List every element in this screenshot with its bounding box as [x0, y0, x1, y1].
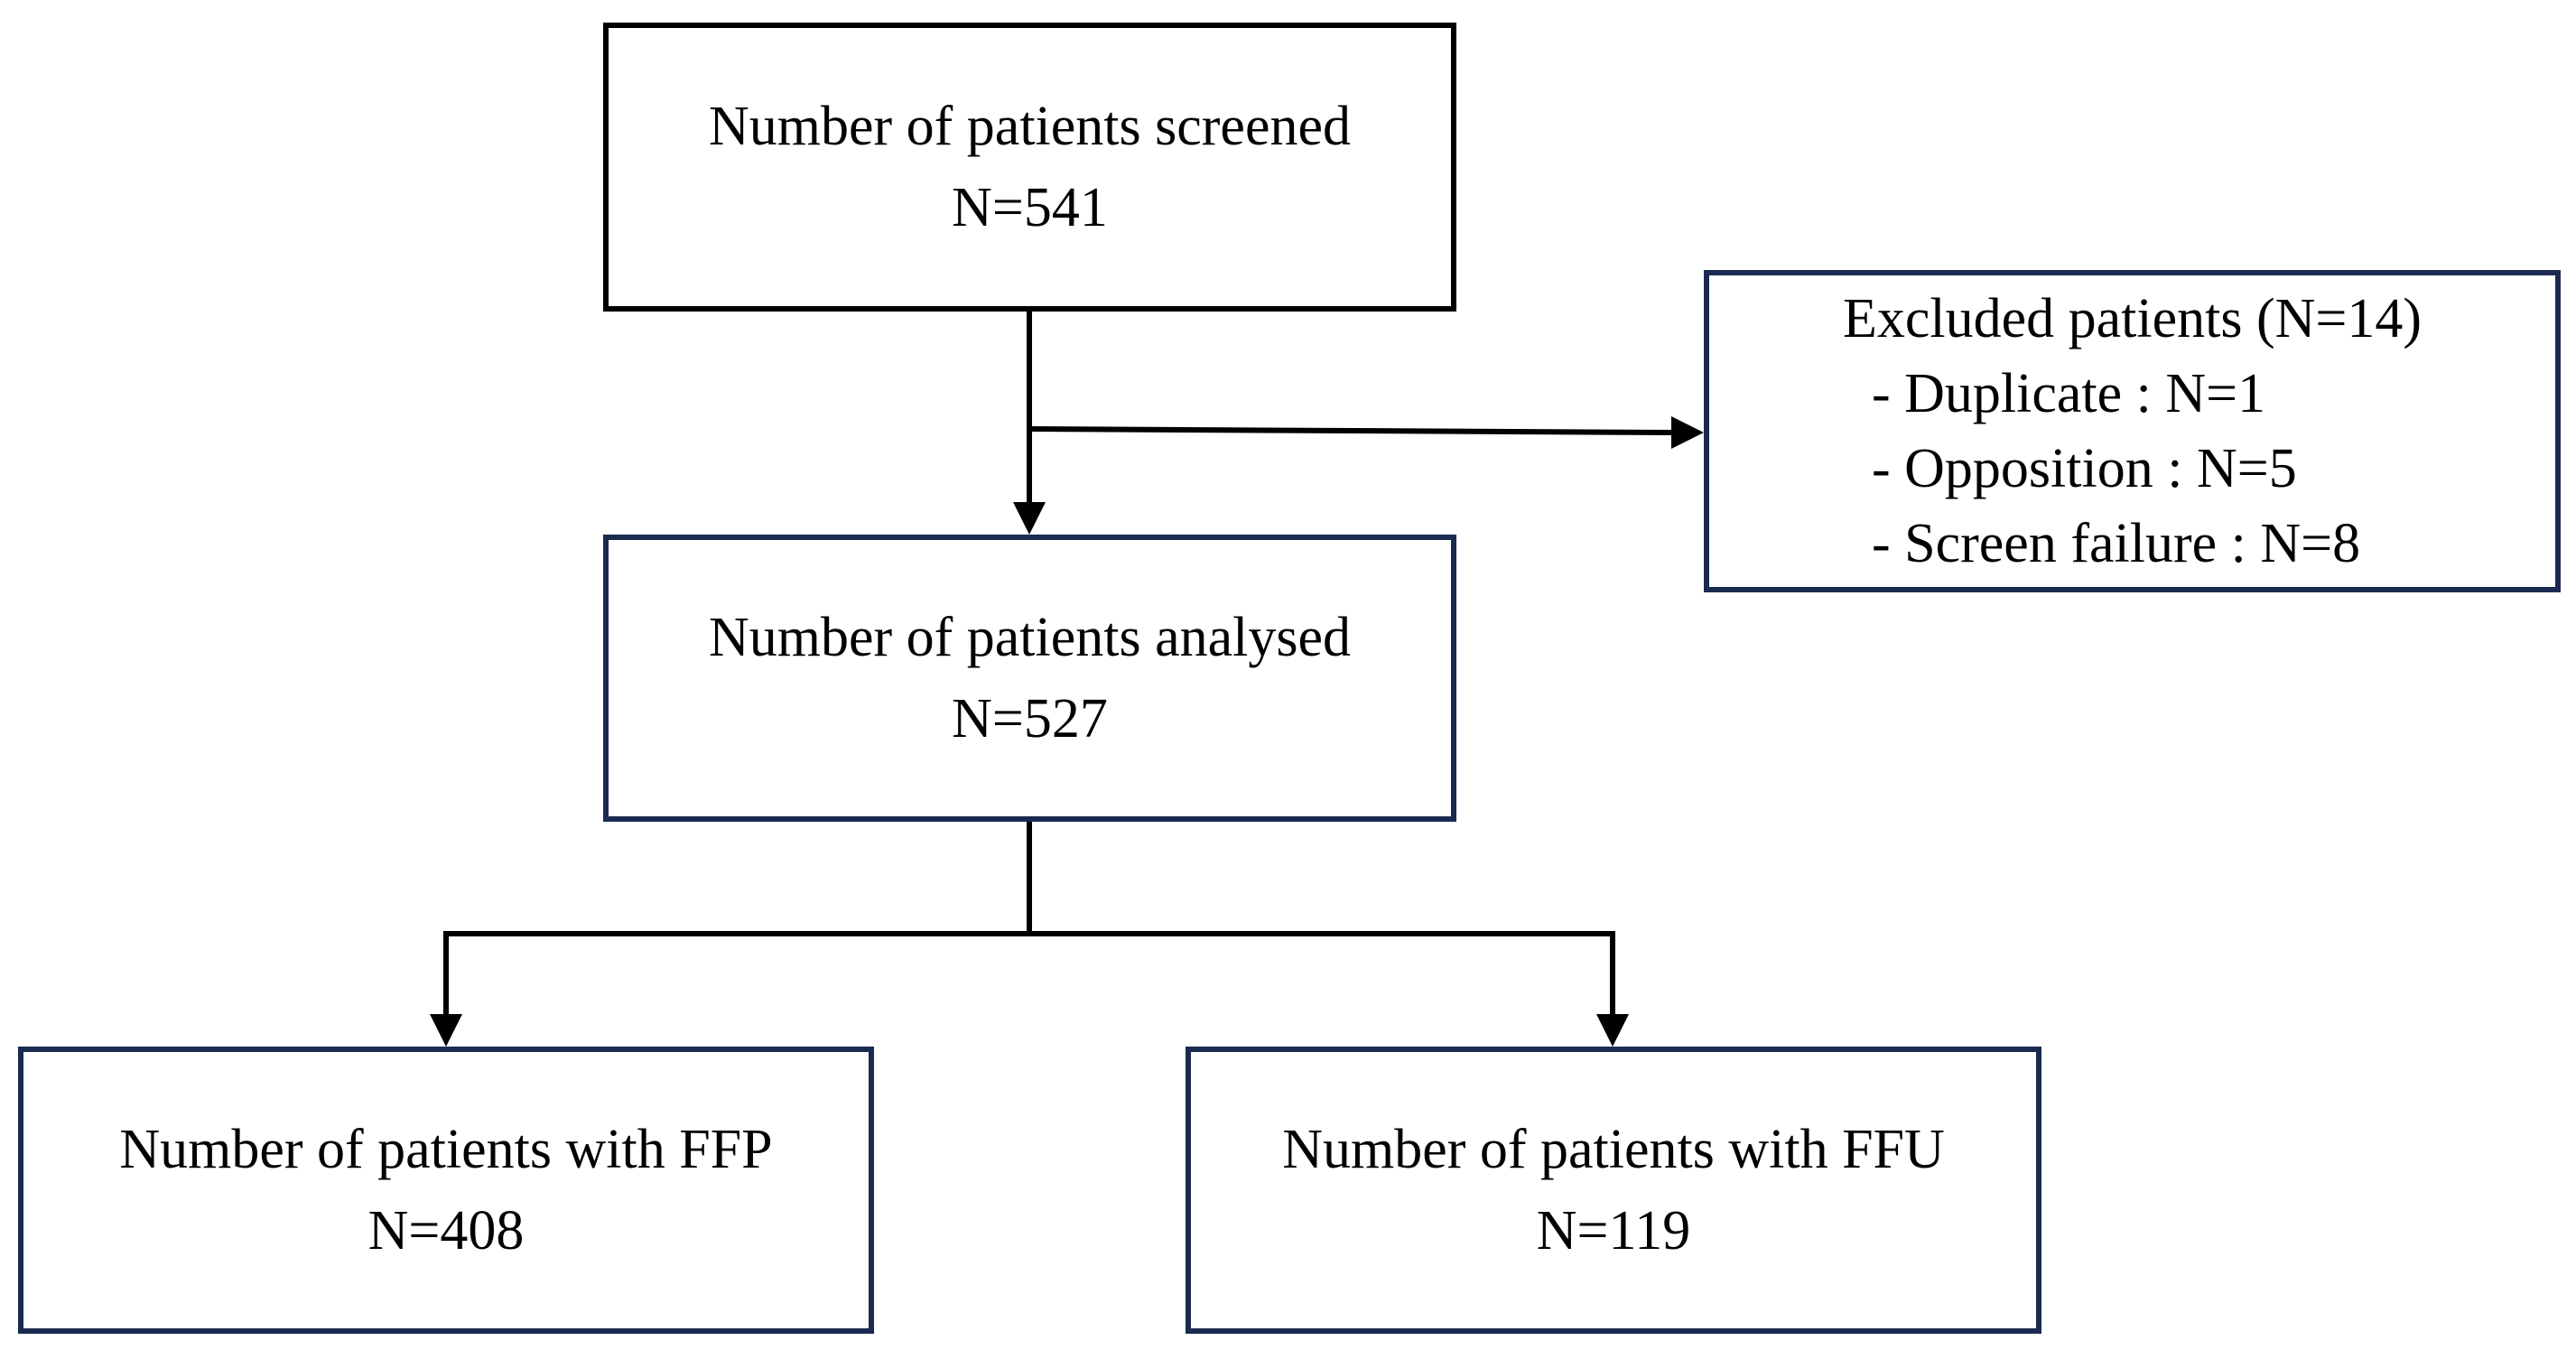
screened-label: Number of patients screened: [708, 96, 1351, 157]
ffp-label: Number of patients with FFP: [119, 1119, 773, 1180]
analysed-box: Number of patients analysed N=527: [603, 535, 1456, 822]
excluded-box: Excluded patients (N=14) - Duplicate : N…: [1704, 270, 2561, 592]
ffp-count: N=408: [367, 1200, 525, 1262]
analysed-count: N=527: [952, 688, 1108, 749]
screened-box: Number of patients screened N=541: [603, 23, 1456, 312]
arrowhead-excluded: [1671, 416, 1704, 449]
analysed-label: Number of patients analysed: [708, 607, 1352, 668]
excluded-item-screen-failure: - Screen failure : N=8: [1872, 512, 2361, 574]
arrowhead-ffp: [430, 1014, 462, 1047]
excluded-list: - Duplicate : N=1 - Opposition : N=5 - S…: [1872, 357, 2360, 582]
ffu-label: Number of patients with FFU: [1282, 1119, 1945, 1180]
excluded-title: Excluded patients (N=14): [1842, 287, 2422, 349]
arrowhead-analysed: [1013, 502, 1046, 535]
screened-count: N=541: [952, 177, 1108, 238]
ffp-box: Number of patients with FFP N=408: [18, 1047, 874, 1334]
ffu-box: Number of patients with FFU N=119: [1186, 1047, 2041, 1334]
ffu-count: N=119: [1536, 1200, 1691, 1262]
arrow-to-excluded: [1028, 426, 1674, 435]
excluded-item-duplicate: - Duplicate : N=1: [1872, 362, 2266, 424]
excluded-item-opposition: - Opposition : N=5: [1872, 437, 2297, 499]
arrowhead-ffu: [1596, 1014, 1629, 1047]
